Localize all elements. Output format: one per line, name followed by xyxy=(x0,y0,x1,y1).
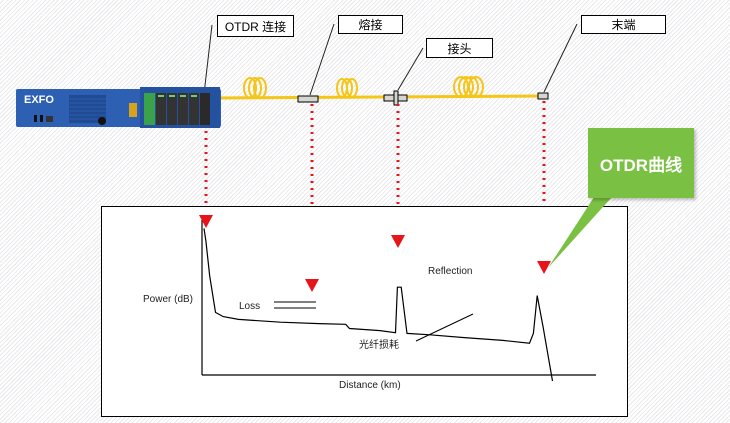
fiber-coil xyxy=(336,78,358,98)
fiber-line xyxy=(213,94,544,100)
label-otdr-connection: OTDR 连接 xyxy=(217,15,294,37)
annotation-fiber-loss: 光纤损耗 xyxy=(359,340,399,351)
leader-line xyxy=(397,47,424,91)
fiber-loss-leader xyxy=(415,313,474,342)
event-arrow-marker xyxy=(199,215,213,228)
x-axis-label: Distance (km) xyxy=(339,380,401,391)
connector-flange xyxy=(393,90,399,106)
label-fiber-end: 末端 xyxy=(581,15,666,34)
event-arrow-marker xyxy=(391,235,405,248)
leader-line xyxy=(543,23,578,93)
otdr-trace-line xyxy=(203,228,554,382)
leader-line xyxy=(203,24,213,95)
event-arrow-marker xyxy=(305,279,319,292)
leader-line xyxy=(309,23,335,96)
fiber-coil xyxy=(243,77,267,99)
fiber-end-cap xyxy=(537,92,549,100)
label-fusion-splice: 熔接 xyxy=(338,15,403,34)
annotation-reflection: Reflection xyxy=(428,266,473,277)
device-brand-logo: EXFO xyxy=(24,94,54,106)
callout-box xyxy=(588,128,694,198)
y-axis-label: Power (dB) xyxy=(143,294,194,305)
callout-pointer xyxy=(548,188,620,268)
callout-label: OTDR曲线 xyxy=(599,155,683,175)
annotation-loss: Loss xyxy=(239,301,261,312)
exfo-otdr-device: EXFO xyxy=(16,85,221,130)
event-arrow-marker xyxy=(537,261,551,274)
fusion-splice-sleeve xyxy=(297,95,319,103)
fiber-coil xyxy=(453,76,484,98)
label-connector: 接头 xyxy=(426,38,493,58)
